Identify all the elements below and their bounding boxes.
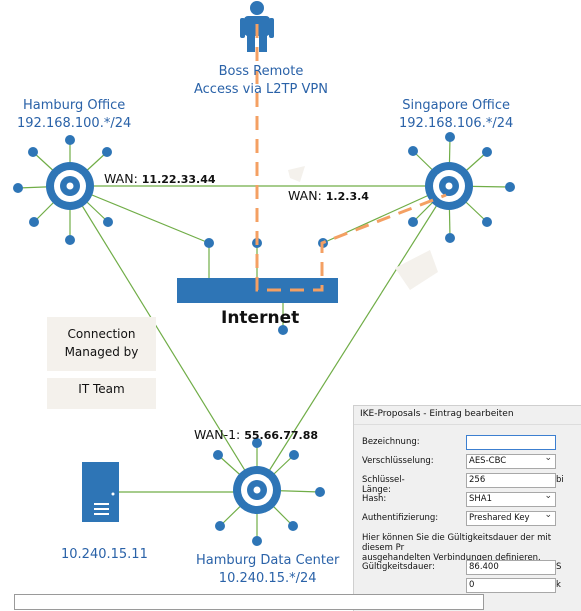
authentifizierung-label: Authentifizierung:	[362, 513, 439, 523]
schluessel-laenge-input[interactable]: 256	[466, 473, 556, 488]
gueltigkeit-seconds-input[interactable]: 86.400	[466, 560, 556, 575]
hamburg-office-label: Hamburg Office 192.168.100.*/24	[17, 97, 131, 133]
verschluesselung-label: Verschlüsselung:	[362, 456, 434, 466]
hash-select[interactable]: SHA1	[466, 490, 556, 507]
link-singapore-datacenter	[256, 185, 450, 491]
singapore-office-label: Singapore Office 192.168.106.*/24	[399, 97, 513, 133]
paper-fragments	[288, 166, 438, 290]
singapore-hub-icon	[425, 162, 473, 210]
hamburg-wan-ip: 11.22.33.44	[141, 173, 216, 186]
internet-label: Internet	[221, 308, 300, 328]
hint-line2: ausgehandelten Verbindungen definieren.	[362, 553, 541, 563]
schluessel-laenge-unit: bi	[556, 475, 564, 485]
person-icon	[240, 1, 274, 52]
datacenter-wan-ip: 55.66.77.88	[244, 429, 319, 442]
datacenter-name: Hamburg Data Center	[196, 553, 340, 568]
gueltigkeit-kb-input[interactable]: 0	[466, 578, 556, 593]
link-hamburg-internet-port	[69, 185, 210, 244]
dialog-title: IKE-Proposals - Eintrag bearbeiten	[360, 409, 514, 419]
authentifizierung-select[interactable]: Preshared Key	[466, 509, 556, 526]
singapore-wan-prefix: WAN:	[288, 188, 322, 203]
link-hamburg-datacenter	[69, 185, 258, 491]
note-line1: Connection	[67, 327, 136, 341]
ike-proposal-dialog: IKE-Proposals - Eintrag bearbeiten Bezei…	[353, 405, 581, 611]
datacenter-label: Hamburg Data Center 10.240.15.*/24	[196, 552, 339, 588]
server-ip-label: 10.240.15.11	[61, 547, 148, 562]
datacenter-leaf-nodes	[213, 438, 325, 546]
boss-label-line2: Access via L2TP VPN	[194, 82, 328, 97]
bezeichnung-input[interactable]	[466, 435, 556, 450]
gueltigkeit-seconds-unit: S	[556, 562, 562, 572]
bezeichnung-label: Bezeichnung:	[362, 437, 420, 447]
schluessel-laenge-label: Schlüssel-Länge:	[362, 475, 405, 495]
gueltigkeit-kb-unit: k	[556, 580, 561, 590]
server-icon	[82, 462, 119, 522]
hint-line1: Hier können Sie die Gültigkeitsdauer der…	[362, 533, 552, 553]
hamburg-office-subnet: 192.168.100.*/24	[17, 116, 132, 131]
gueltigkeit-label: Gültigkeitsdauer:	[362, 562, 435, 572]
bottom-input-bar[interactable]	[14, 594, 484, 610]
connection-note-box: Connection Managed by	[47, 317, 156, 371]
datacenter-wan-label: WAN-1: 55.66.77.88	[194, 427, 318, 442]
note-line3: IT Team	[78, 382, 125, 396]
hamburg-office-name: Hamburg Office	[22, 98, 126, 113]
dialog-hint: Hier können Sie die Gültigkeitsdauer der…	[362, 533, 577, 563]
singapore-wan-label: WAN: 1.2.3.4	[288, 188, 369, 203]
dialog-panel: Bezeichnung: Verschlüsselung: AES-CBC Sc…	[354, 424, 581, 611]
hamburg-wan-label: WAN: 11.22.33.44	[104, 171, 216, 186]
singapore-office-subnet: 192.168.106.*/24	[399, 116, 514, 131]
it-team-note-box: IT Team	[47, 378, 156, 409]
hamburg-wan-prefix: WAN:	[104, 171, 138, 186]
note-line2: Managed by	[64, 345, 139, 359]
hamburg-hub-icon	[46, 162, 94, 210]
datacenter-subnet: 10.240.15.*/24	[218, 571, 317, 586]
hamburg-leaf-nodes	[13, 135, 113, 245]
vpn-tunnel	[255, 24, 447, 292]
singapore-leaf-nodes	[408, 132, 515, 243]
datacenter-wan-prefix: WAN-1:	[194, 427, 241, 442]
verschluesselung-select[interactable]: AES-CBC	[466, 452, 556, 469]
singapore-office-name: Singapore Office	[402, 98, 510, 113]
hash-label: Hash:	[362, 494, 387, 504]
boss-remote-label: Boss Remote Access via L2TP VPN	[194, 63, 328, 99]
boss-label-line1: Boss Remote	[218, 64, 304, 79]
datacenter-hub-icon	[233, 466, 281, 514]
singapore-wan-ip: 1.2.3.4	[325, 190, 369, 203]
